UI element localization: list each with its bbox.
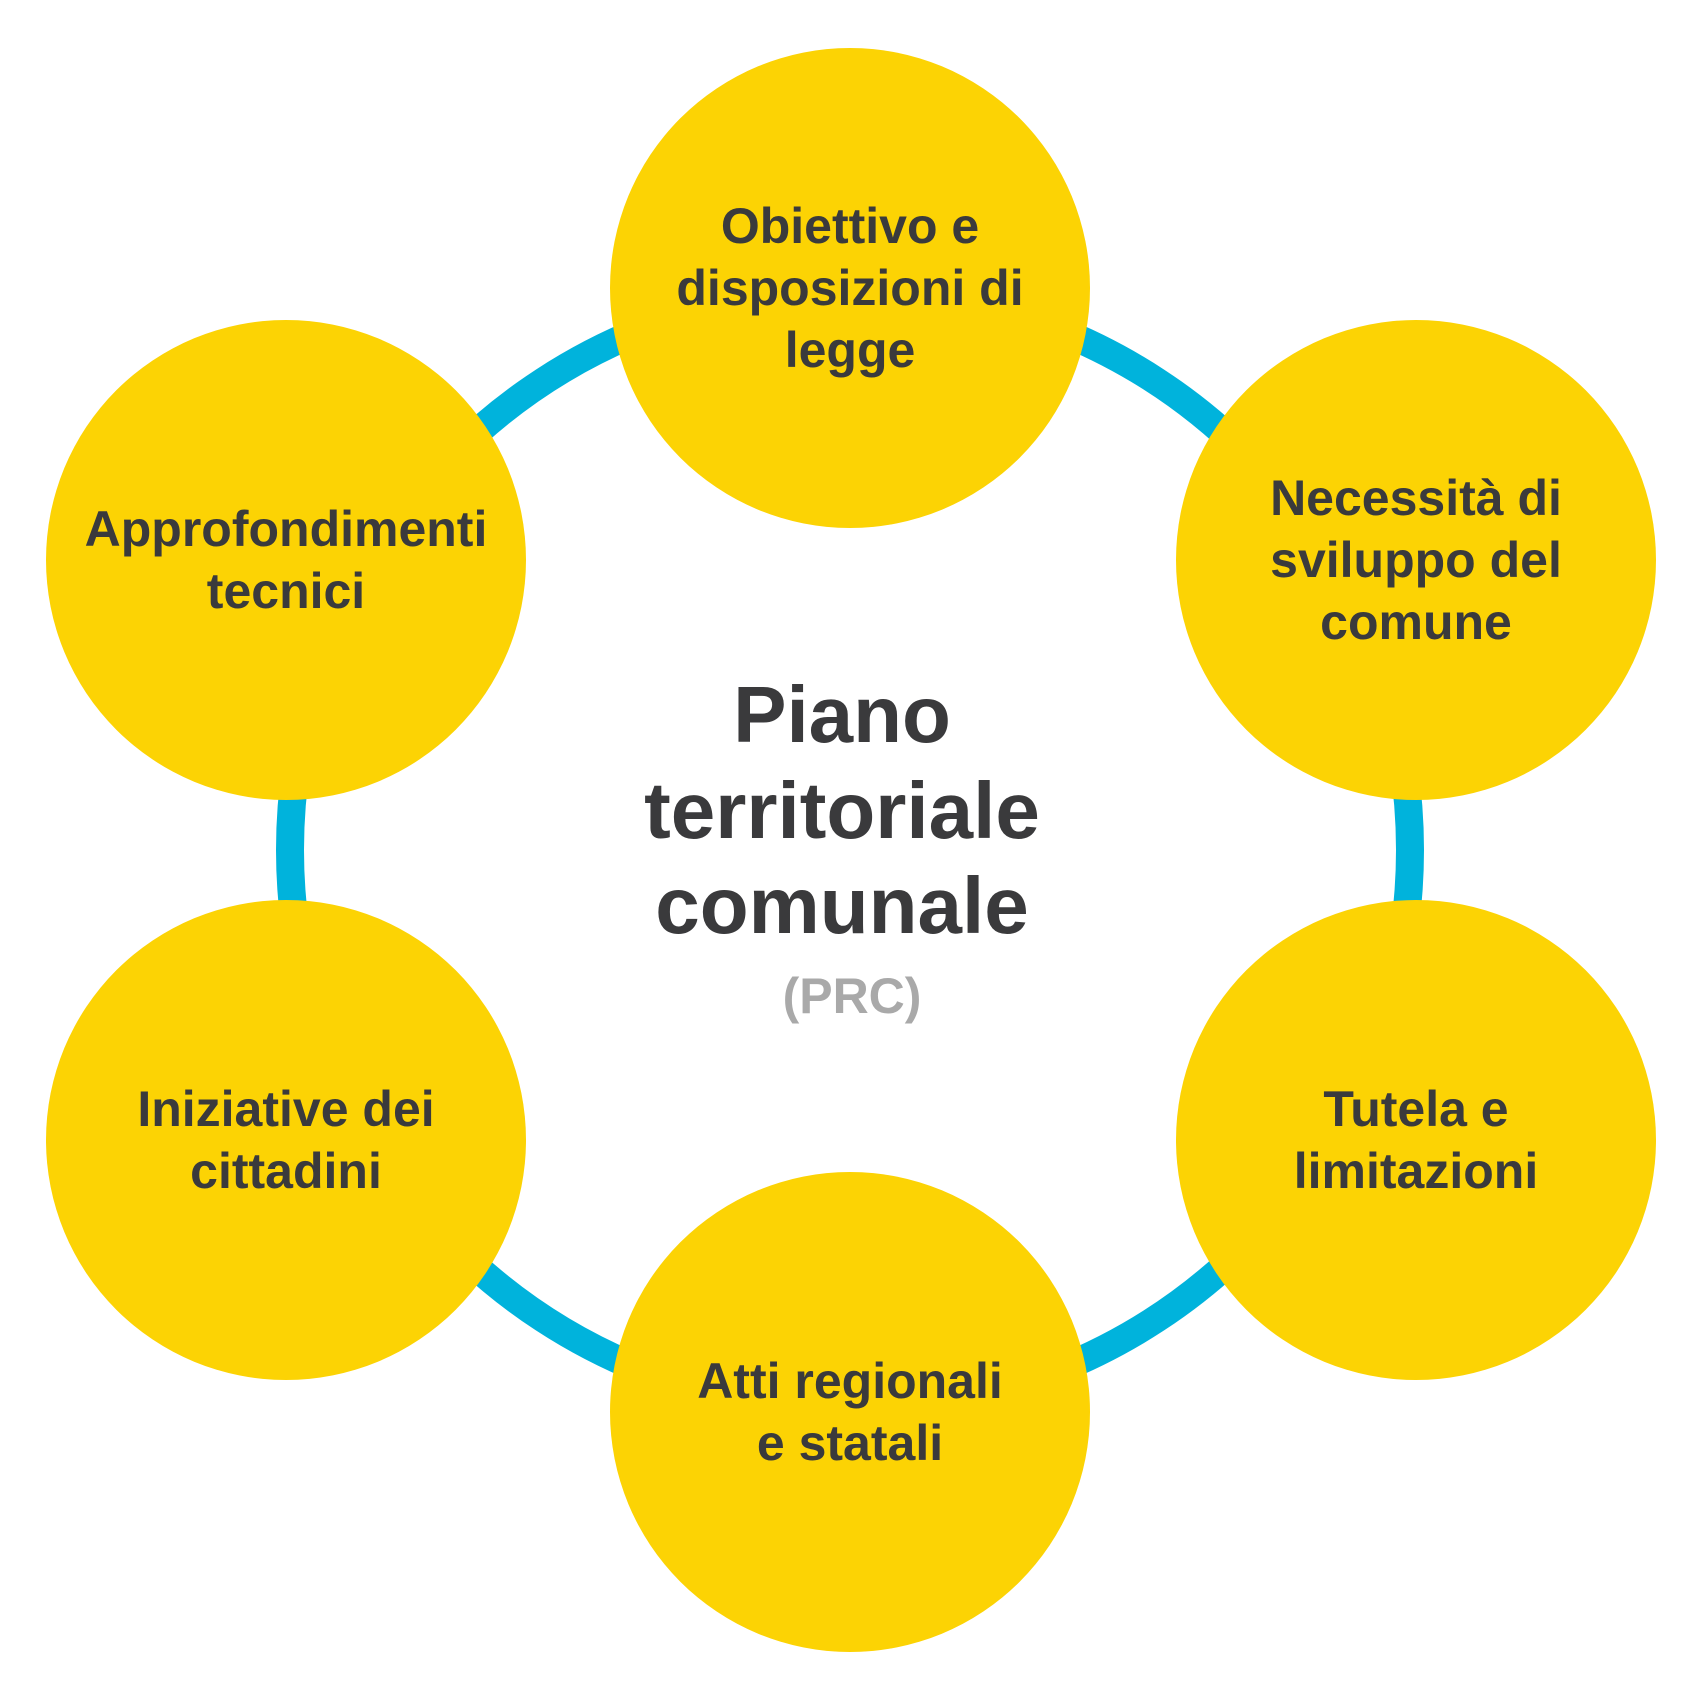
node-circle	[1176, 320, 1656, 800]
node-label-line: tecnici	[207, 563, 365, 619]
node-label-line: Tutela e	[1323, 1081, 1508, 1137]
center-title-line-1: Piano	[733, 670, 951, 759]
node-circle	[610, 1172, 1090, 1652]
node-label-line: Necessità di	[1270, 470, 1562, 526]
node-obiettivo: Obiettivo e disposizioni di legge	[610, 48, 1090, 528]
node-label-line: cittadini	[190, 1143, 382, 1199]
node-circle	[46, 320, 526, 800]
node-label-line: legge	[785, 322, 916, 378]
node-approfondimenti: Approfondimenti tecnici	[46, 320, 526, 800]
center-subtitle: (PRC)	[783, 968, 922, 1024]
node-label-line: limitazioni	[1294, 1143, 1538, 1199]
node-atti: Atti regionali e statali	[610, 1172, 1090, 1652]
center-title-line-2: territoriale	[644, 766, 1040, 855]
center-label: Piano territoriale comunale (PRC)	[644, 670, 1040, 1024]
node-label-line: sviluppo del	[1270, 532, 1562, 588]
node-circle	[610, 48, 1090, 528]
node-iniziative: Iniziative dei cittadini	[46, 900, 526, 1380]
node-circle	[46, 900, 526, 1380]
node-necessita: Necessità di sviluppo del comune	[1176, 320, 1656, 800]
node-label-line: Atti regionali	[697, 1353, 1003, 1409]
center-title-line-3: comunale	[655, 861, 1028, 950]
node-circle	[1176, 900, 1656, 1380]
node-label-line: Obiettivo e	[721, 198, 979, 254]
node-label-line: e statali	[757, 1415, 943, 1471]
node-label-line: comune	[1320, 594, 1512, 650]
node-tutela: Tutela e limitazioni	[1176, 900, 1656, 1380]
node-label-line: Iniziative dei	[137, 1081, 434, 1137]
node-label-line: Approfondimenti	[85, 501, 488, 557]
node-label-line: disposizioni di	[676, 260, 1023, 316]
